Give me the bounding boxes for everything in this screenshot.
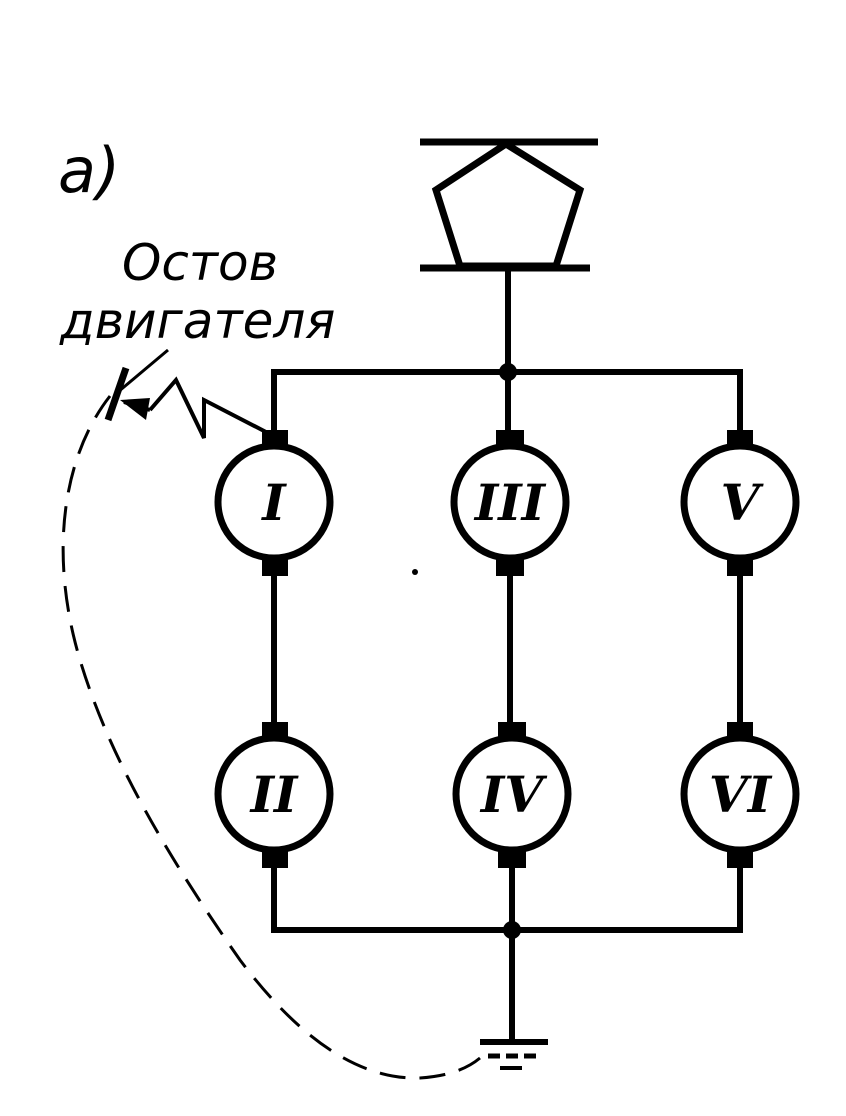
motor-label: VI: [709, 765, 773, 824]
motor-5: V: [680, 430, 800, 576]
motor-label: IV: [479, 765, 548, 824]
pentagon-source-symbol: [420, 138, 598, 272]
fault-label-line2: двигателя: [59, 292, 335, 350]
motor-3: III: [450, 430, 570, 576]
top-junction-dot: [499, 363, 517, 381]
motor-label: II: [249, 765, 299, 824]
bottom-bus: [271, 863, 743, 933]
ground-icon: [480, 1039, 548, 1070]
motor-2: II: [214, 722, 334, 868]
motor-label: III: [473, 473, 547, 532]
fault-label-leader: [117, 348, 169, 394]
motor-4: IV: [452, 722, 572, 868]
motor-6: VI: [680, 722, 800, 868]
fault-label-line1: Остов: [122, 234, 278, 292]
motor-1: I: [214, 430, 334, 576]
fault-breakdown-arrow-icon: [120, 376, 267, 439]
motor-frame-mark: [104, 366, 130, 422]
fault-return-path: [61, 395, 481, 1080]
stray-dot: [412, 569, 418, 575]
motor-label: I: [260, 473, 287, 532]
motor-label: V: [721, 473, 765, 532]
panel-label: а): [58, 134, 120, 207]
